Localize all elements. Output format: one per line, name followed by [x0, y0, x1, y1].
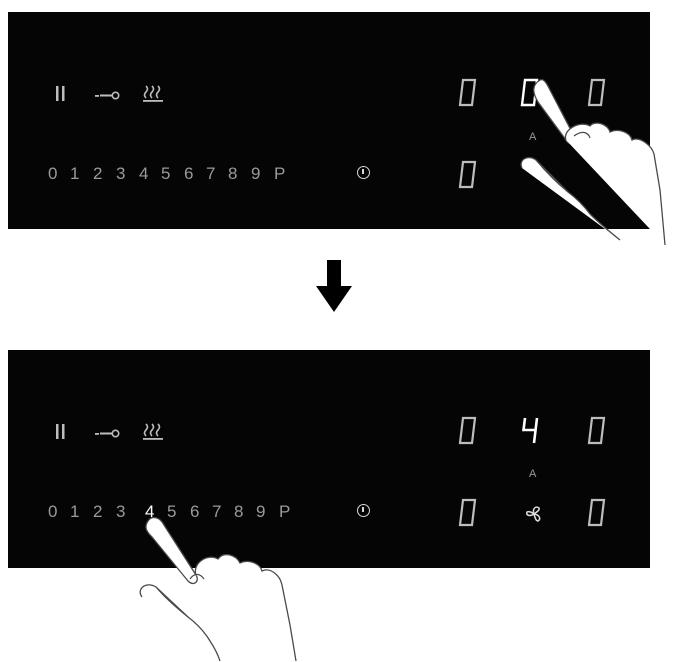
display-top-left: [458, 416, 477, 445]
level-2[interactable]: 2: [93, 164, 103, 183]
hand-pointer-icon: [520, 78, 666, 246]
level-3[interactable]: 3: [116, 164, 126, 183]
level-8[interactable]: 8: [228, 164, 238, 183]
display-top-right: [587, 416, 606, 445]
level-6[interactable]: 6: [190, 502, 200, 521]
display-bottom-left: [458, 498, 477, 527]
zone-label: A: [529, 131, 537, 143]
control-panel-after: 0 1 2 3 4 5 6 7 8 9 P A: [8, 350, 650, 568]
level-2[interactable]: 2: [93, 502, 103, 521]
level-3[interactable]: 3: [116, 502, 126, 521]
level-9[interactable]: 9: [251, 164, 261, 183]
level-0[interactable]: 0: [48, 164, 58, 183]
level-4[interactable]: 4: [139, 164, 149, 183]
display-top-middle-value-4[interactable]: [522, 416, 540, 446]
power-icon[interactable]: [357, 504, 370, 517]
level-6[interactable]: 6: [184, 164, 194, 183]
keep-warm-icon[interactable]: [143, 84, 165, 104]
power-icon[interactable]: [357, 166, 370, 179]
control-panel-before: 0 1 2 3 4 5 6 7 8 9 P A: [8, 12, 650, 229]
display-top-middle[interactable]: [520, 78, 540, 108]
level-p[interactable]: P: [279, 502, 291, 521]
level-5[interactable]: 5: [161, 164, 171, 183]
hand-pointer-icon: [139, 516, 297, 662]
level-9[interactable]: 9: [256, 502, 266, 521]
display-top-right: [587, 78, 606, 107]
pause-icon[interactable]: [56, 424, 66, 440]
pause-icon[interactable]: [56, 86, 66, 102]
display-bottom-right: [587, 498, 606, 527]
level-7[interactable]: 7: [212, 502, 222, 521]
fan-icon[interactable]: [526, 506, 544, 522]
level-1[interactable]: 1: [70, 502, 80, 521]
down-arrow-icon: [316, 260, 352, 312]
display-top-left: [458, 78, 477, 107]
display-bottom-left: [458, 160, 477, 189]
level-5[interactable]: 5: [167, 502, 177, 521]
level-4-selected[interactable]: 4: [145, 502, 155, 521]
level-8[interactable]: 8: [234, 502, 244, 521]
level-p[interactable]: P: [274, 164, 286, 183]
zone-label: A: [529, 468, 537, 480]
lock-key-icon[interactable]: [95, 91, 121, 101]
level-7[interactable]: 7: [206, 164, 216, 183]
keep-warm-icon[interactable]: [143, 422, 165, 442]
level-1[interactable]: 1: [70, 164, 80, 183]
level-0[interactable]: 0: [48, 502, 58, 521]
lock-key-icon[interactable]: [95, 429, 121, 439]
